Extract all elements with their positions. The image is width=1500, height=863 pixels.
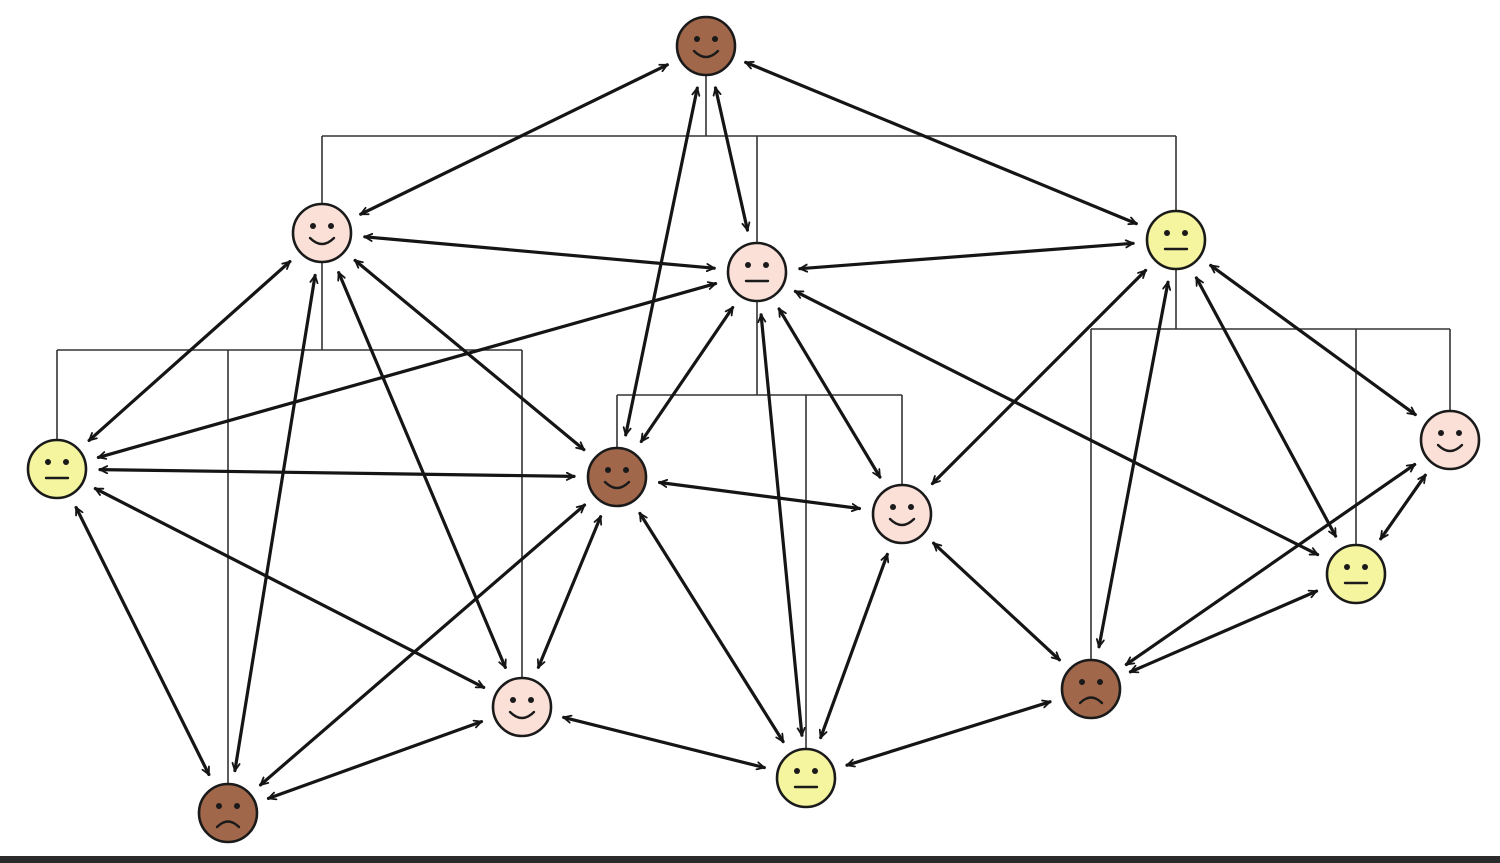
connection-p1-p4 [744,60,1138,226]
connection-p10-p13 [266,719,484,801]
left-eye [745,262,751,268]
face-circle [675,15,737,77]
left-eye [1079,679,1085,685]
happy-mouth [508,710,536,720]
connection-p3-p12 [757,313,806,737]
person-p1-happy-face [675,15,737,77]
face-circle [775,747,837,809]
right-eye [812,768,818,774]
hierarchy-p3 [616,301,903,749]
right-eye [908,504,914,510]
person-p5-neutral-face [26,438,88,500]
left-eye [890,504,896,510]
happy-mouth [308,236,336,246]
face-circle [491,676,553,738]
right-eye [328,223,334,229]
left-eye [510,697,516,703]
right-eye [1362,564,1368,570]
person-p13-sad-face [197,782,259,844]
face-circle [197,782,259,844]
person-p11-sad-face [1060,658,1122,720]
connection-p5-p13 [74,505,211,777]
left-eye [310,223,316,229]
happy-mouth [888,517,916,527]
left-eye [1438,430,1444,436]
right-eye [1182,230,1188,236]
connection-p4-p11 [1095,280,1172,649]
connection-p6-p12 [638,511,785,744]
right-eye [63,459,69,465]
connection-p2-p3 [363,232,716,273]
connection-p3-p7 [777,307,882,479]
left-eye [605,467,611,473]
person-p9-neutral-face [1325,543,1387,605]
happy-mouth [1436,443,1464,453]
face-circle [1325,543,1387,605]
left-eye [45,459,51,465]
right-eye [1456,430,1462,436]
face-circle [291,202,353,264]
happy-mouth [692,49,720,59]
connection-p3-p5 [96,281,718,460]
bottom-edge-bar [0,856,1500,863]
connection-p7-p12 [818,552,890,740]
face-circle [726,241,788,303]
connection-p9-p11 [1128,589,1319,674]
right-eye [234,803,240,809]
connection-p7-p11 [931,541,1062,662]
sad-mouth [215,820,241,829]
connection-p2-p10 [337,271,507,670]
right-eye [712,36,718,42]
connection-p3-p4 [798,239,1135,273]
person-p10-happy-face [491,676,553,738]
connection-p4-p8 [1209,263,1417,417]
connection-p1-p2 [359,63,669,216]
connection-p5-p6 [98,465,576,481]
person-p8-happy-face [1419,409,1481,471]
person-p4-neutral-face [1145,209,1207,271]
person-p12-neutral-face [775,747,837,809]
face-circle [586,446,648,508]
person-p2-happy-face [291,202,353,264]
connection-p10-p12 [562,714,766,771]
hierarchy-p4 [1090,269,1451,660]
connection-p6-p10 [536,515,603,669]
right-eye [1097,679,1103,685]
face-circle [26,438,88,500]
connection-p2-p6 [353,258,586,452]
connection-arrows [74,60,1427,801]
right-eye [623,467,629,473]
right-eye [763,262,769,268]
connection-p4-p9 [1194,276,1338,538]
people-nodes [26,15,1481,844]
sad-mouth [1078,696,1104,705]
hierarchy-tree [56,75,1451,784]
face-circle [1419,409,1481,471]
connection-p11-p12 [845,699,1052,768]
left-eye [694,36,700,42]
left-eye [1344,564,1350,570]
connection-p1-p3 [712,86,751,232]
connection-p6-p7 [657,478,862,513]
person-p3-neutral-face [726,241,788,303]
right-eye [528,697,534,703]
face-circle [871,483,933,545]
person-p6-happy-face [586,446,648,508]
connection-p3-p6 [639,305,735,444]
hierarchy-p1 [321,75,1177,243]
left-eye [216,803,222,809]
happy-mouth [603,480,631,490]
connection-p5-p10 [93,487,486,690]
left-eye [1164,230,1170,236]
face-circle [1060,658,1122,720]
left-eye [794,768,800,774]
person-p7-happy-face [871,483,933,545]
face-circle [1145,209,1207,271]
